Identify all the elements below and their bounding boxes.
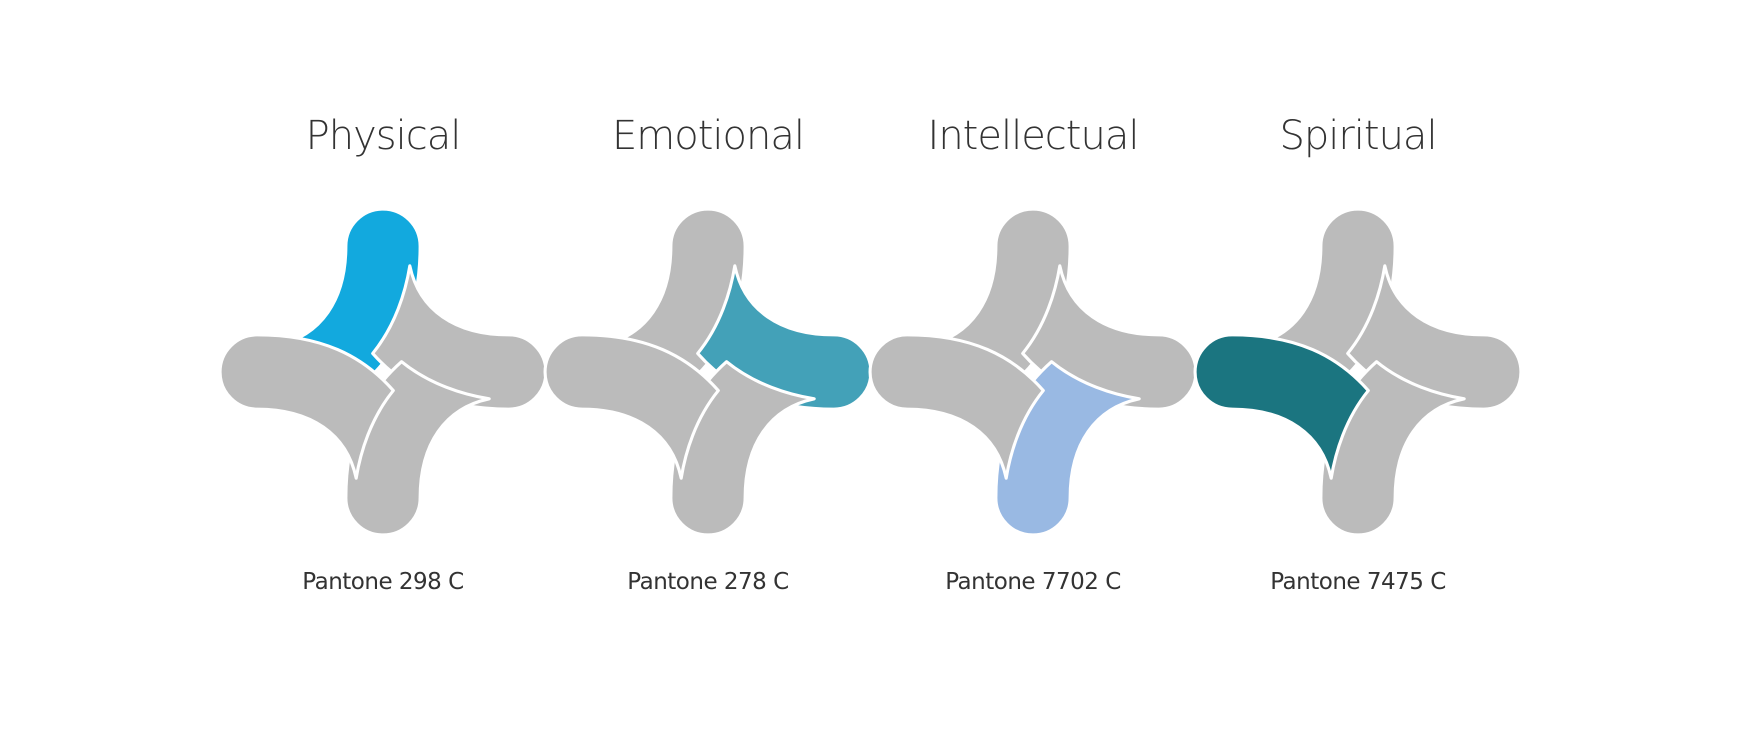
pantone-label: Pantone 7475 C [1270,569,1446,595]
four-petal-pinwheel-icon [868,207,1198,537]
four-petal-pinwheel-icon [543,207,873,537]
panel-title: Physical [305,113,462,159]
pantone-label: Pantone 7702 C [945,569,1121,595]
four-petal-pinwheel-icon [218,207,548,537]
panel-physical: Physical Pantone 298 C [218,0,548,734]
pantone-label: Pantone 278 C [627,569,789,595]
four-petal-pinwheel-icon [1193,207,1523,537]
panel-emotional: Emotional Pantone 278 C [543,0,873,734]
petal-left [218,333,395,480]
petal-left-highlighted [1193,333,1370,480]
panel-title: Emotional [612,113,805,159]
petal-left [543,333,720,480]
panel-title: Intellectual [927,113,1140,159]
pantone-label: Pantone 298 C [302,569,464,595]
panel-title: Spiritual [1279,113,1437,159]
panel-spiritual: Spiritual Pantone 7475 C [1193,0,1523,734]
petal-left [868,333,1045,480]
panel-intellectual: Intellectual Pantone 7702 C [868,0,1198,734]
